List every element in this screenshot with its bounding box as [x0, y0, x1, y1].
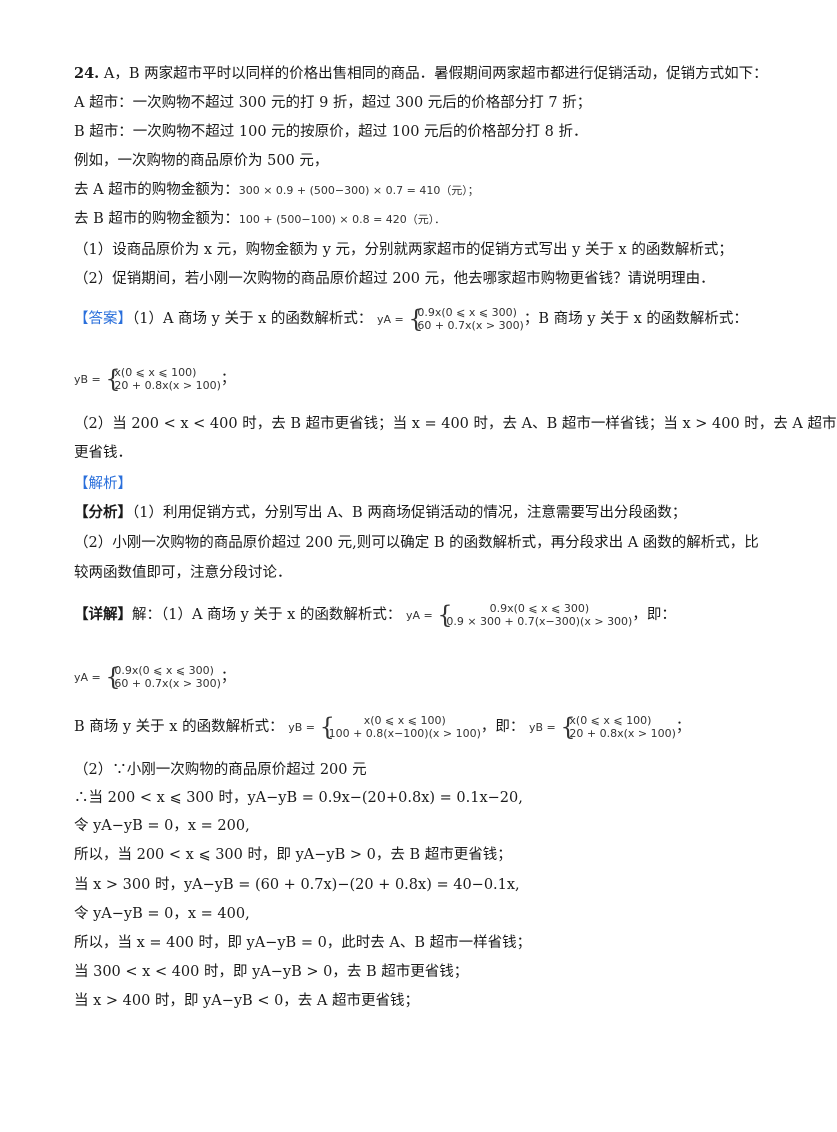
detail-b-text: B 商场 y 关于 x 的函数解析式： — [74, 719, 284, 735]
step-5: 当 x > 300 时，yA−yB = (60 + 0.7x)−(20 + 0.… — [74, 877, 520, 893]
part-1: （1）设商品原价为 x 元，购物金额为 y 元，分别就两家超市的促销方式写出 y… — [74, 242, 733, 258]
answer-yb-label: yB = — [74, 373, 101, 386]
answer-part2-a: （2）当 200 < x < 400 时，去 B 超市更省钱；当 x = 400… — [74, 416, 837, 432]
answer-line-1: 【答案】（1）A 商场 y 关于 x 的函数解析式： yA = { 0.9x(0… — [74, 305, 748, 333]
analysis-tag: 【解析】 — [74, 476, 132, 492]
question-number: 24. — [74, 65, 100, 82]
detail-yb2-end: ； — [675, 719, 691, 735]
answer-ya-piecewise: { 0.9x(0 ⩽ x ⩽ 300) 60 + 0.7x(x > 300) — [408, 305, 524, 333]
step-2: ∴当 200 < x ⩽ 300 时，yA−yB = 0.9x−(20+0.8x… — [74, 790, 523, 806]
step-7: 所以，当 x = 400 时，即 yA−yB = 0，此时去 A、B 超市一样省… — [74, 935, 532, 951]
answer-ya-row-1: 0.9x(0 ⩽ x ⩽ 300) — [417, 306, 517, 319]
example-b-formula: 100 + (500−100) × 0.8 = 420（元）． — [238, 213, 446, 226]
rule-a: A 超市：一次购物不超过 300 元的打 9 折，超过 300 元后的价格部分打… — [74, 95, 592, 111]
detail-yb2-piecewise: { x(0 ⩽ x ⩽ 100) 20 + 0.8x(x > 100) — [560, 713, 676, 741]
detail-yb-label: yB = — [288, 721, 315, 734]
detail-yb-piecewise: { x(0 ⩽ x ⩽ 100) 100 + 0.8(x−100)(x > 10… — [319, 713, 481, 741]
detail-yb-row-2: 100 + 0.8(x−100)(x > 100) — [328, 727, 481, 740]
answer-yb-end: ； — [220, 371, 236, 387]
detail-line-3: B 商场 y 关于 x 的函数解析式： yB = { x(0 ⩽ x ⩽ 100… — [74, 713, 740, 741]
step-1: （2）∵小刚一次购物的商品原价超过 200 元 — [74, 762, 367, 778]
detail-ya2-row-2: 60 + 0.7x(x > 300) — [114, 677, 221, 690]
example-b-label: 去 B 超市的购物金额为： — [74, 211, 239, 227]
detail-ya2-piecewise: { 0.9x(0 ⩽ x ⩽ 300) 60 + 0.7x(x > 300) — [105, 663, 221, 691]
detail-ya-piecewise: { 0.9x(0 ⩽ x ⩽ 300) 0.9 × 300 + 0.7(x−30… — [437, 601, 633, 629]
step-6: 令 yA−yB = 0，x = 400, — [74, 906, 250, 922]
answer-ya-label: yA = — [376, 313, 404, 326]
step-9: 当 x > 400 时，即 yA−yB < 0，去 A 超市更省钱； — [74, 993, 419, 1009]
example-a-label: 去 A 超市的购物金额为： — [74, 182, 239, 198]
detail-yb2-row-1: x(0 ⩽ x ⩽ 100) — [569, 714, 652, 727]
detail-yb-row-1: x(0 ⩽ x ⩽ 100) — [363, 714, 446, 727]
detail-yb2-label: yB = — [529, 721, 556, 734]
step-3: 令 yA−yB = 0，x = 200, — [74, 818, 250, 834]
detail-text-1: 解：（1）A 商场 y 关于 x 的函数解析式： — [132, 607, 402, 623]
question-intro: 24. A，B 两家超市平时以同样的价格出售相同的商品．暑假期间两家超市都进行促… — [74, 64, 768, 84]
question-intro-text: A，B 两家超市平时以同样的价格出售相同的商品．暑假期间两家超市都进行促销活动，… — [103, 66, 768, 82]
fenxi-line-2: （2）小刚一次购物的商品原价超过 200 元,则可以确定 B 的函数解析式，再分… — [74, 535, 759, 551]
detail-yb-ji: ，即： — [480, 719, 525, 735]
detail-ya-label: yA = — [405, 609, 433, 622]
answer-yb-row-1: x(0 ⩽ x ⩽ 100) — [114, 366, 197, 379]
detail-tag: 【详解】 — [74, 606, 132, 623]
step-8: 当 300 < x < 400 时，即 yA−yB > 0，去 B 超市更省钱； — [74, 964, 469, 980]
rule-b: B 超市：一次购物不超过 100 元的按原价，超过 100 元后的价格部分打 8… — [74, 124, 588, 140]
step-4: 所以，当 200 < x ⩽ 300 时，即 yA−yB > 0，去 B 超市更… — [74, 847, 512, 863]
answer-part2-b: 更省钱． — [74, 445, 132, 461]
detail-ya2-label: yA = — [74, 671, 101, 684]
part-2: （2）促销期间，若小刚一次购物的商品原价超过 200 元，他去哪家超市购物更省钱… — [74, 271, 715, 287]
detail-ya2-row-1: 0.9x(0 ⩽ x ⩽ 300) — [114, 664, 214, 677]
detail-ya-row-2: 0.9 × 300 + 0.7(x−300)(x > 300) — [446, 615, 633, 628]
detail-ya-row-1: 0.9x(0 ⩽ x ⩽ 300) — [489, 602, 590, 615]
answer-text-1: （1）A 商场 y 关于 x 的函数解析式： — [132, 311, 373, 327]
example-b: 去 B 超市的购物金额为：100 + (500−100) × 0.8 = 420… — [74, 209, 740, 230]
answer-yb-row-2: 20 + 0.8x(x > 100) — [114, 379, 221, 392]
document-page: 24. A，B 两家超市平时以同样的价格出售相同的商品．暑假期间两家超市都进行促… — [74, 64, 837, 1009]
fenxi-text-1: （1）利用促销方式，分别写出 A、B 两商场促销活动的情况，注意需要写出分段函数… — [132, 505, 687, 521]
example-intro: 例如，一次购物的商品原价为 500 元， — [74, 153, 329, 169]
detail-yb2-row-2: 20 + 0.8x(x > 100) — [569, 727, 676, 740]
fenxi-line-3: 较两函数值即可，注意分段讨论． — [74, 565, 292, 581]
answer-yb-piecewise: { x(0 ⩽ x ⩽ 100) 20 + 0.8x(x > 100) — [105, 365, 221, 393]
fenxi-tag: 【分析】 — [74, 504, 132, 521]
detail-semicolon: ； — [220, 669, 236, 685]
detail-line-1: 【详解】解：（1）A 商场 y 关于 x 的函数解析式： yA = { 0.9x… — [74, 601, 740, 629]
answer-tag: 【答案】 — [74, 311, 132, 327]
answer-ya-row-2: 60 + 0.7x(x > 300) — [417, 319, 524, 332]
fenxi-line-1: 【分析】（1）利用促销方式，分别写出 A、B 两商场促销活动的情况，注意需要写出… — [74, 503, 740, 523]
example-a: 去 A 超市的购物金额为：300 × 0.9 + (500−300) × 0.7… — [74, 180, 740, 201]
detail-ji: ，即： — [632, 607, 676, 623]
example-a-formula: 300 × 0.9 + (500−300) × 0.7 = 410（元）； — [238, 184, 479, 197]
detail-line-2: yA = { 0.9x(0 ⩽ x ⩽ 300) 60 + 0.7x(x > 3… — [74, 663, 740, 691]
answer-line-2: yB = { x(0 ⩽ x ⩽ 100) 20 + 0.8x(x > 100)… — [74, 365, 740, 393]
answer-separator: ；B 商场 y 关于 x 的函数解析式： — [523, 311, 748, 327]
